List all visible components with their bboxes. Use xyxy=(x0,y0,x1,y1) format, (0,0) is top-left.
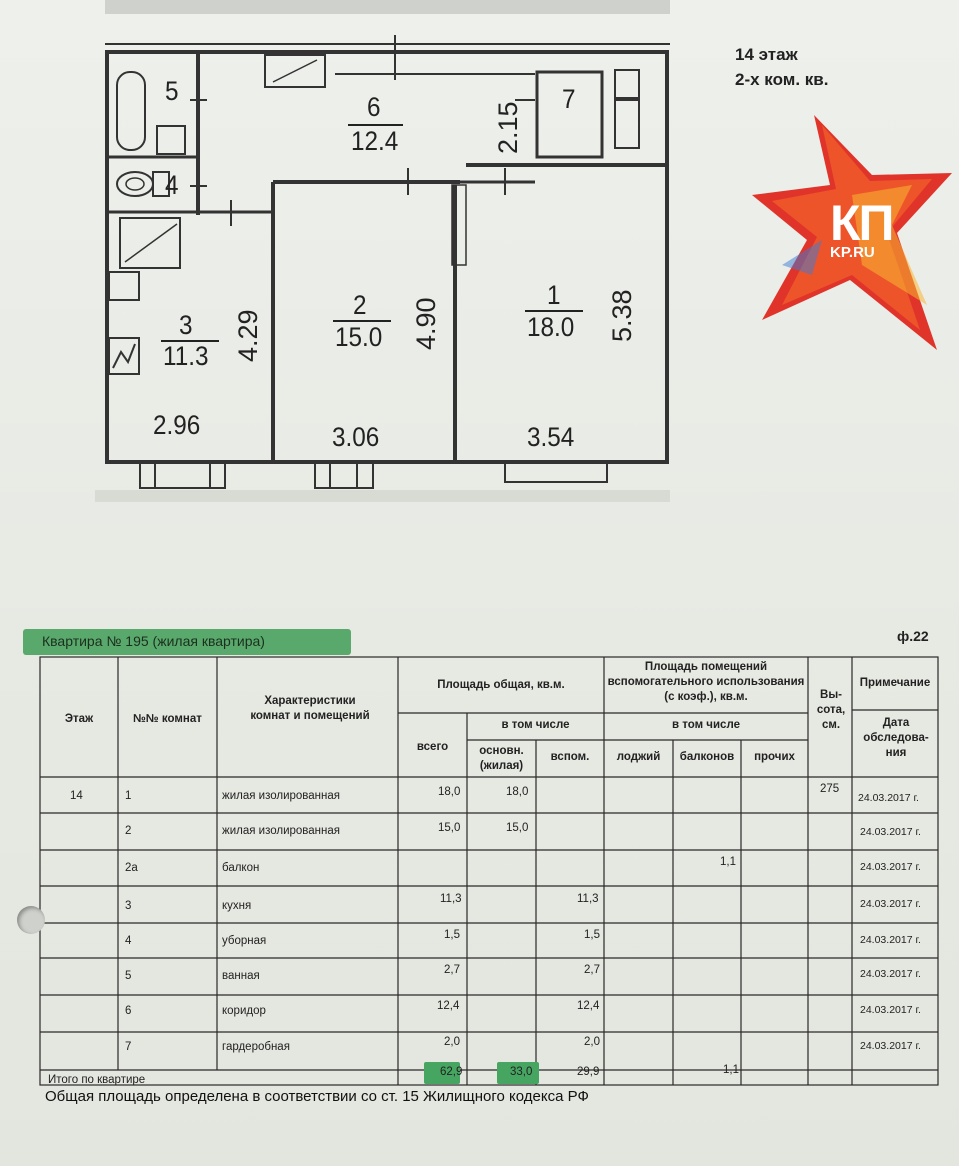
row-desc: уборная xyxy=(222,935,267,947)
row-room: 7 xyxy=(125,1041,132,1053)
row-total: 18,0 xyxy=(438,786,461,798)
row-date: 24.03.2017 г. xyxy=(860,826,921,838)
title-highlight xyxy=(23,629,351,655)
row-room: 6 xyxy=(125,1005,132,1017)
row-desc: балкон xyxy=(222,862,260,874)
floor-caption-line1: 14 этаж xyxy=(735,45,798,64)
totals-main: 33,0 xyxy=(510,1066,533,1078)
row-aux: 12,4 xyxy=(577,1000,600,1012)
col-main-header: основн. (жилая) xyxy=(479,745,524,772)
room-1-divider xyxy=(525,310,583,312)
kp-logo xyxy=(752,115,952,350)
row-date: 24.03.2017 г. xyxy=(860,1040,921,1052)
room-7-number: 7 xyxy=(562,84,576,114)
row-room: 4 xyxy=(125,935,132,947)
row-total: 12,4 xyxy=(437,1000,460,1012)
row-date: 24.03.2017 г. xyxy=(860,968,921,980)
row-desc: ванная xyxy=(222,970,260,982)
kp-logo-big: КП xyxy=(830,195,894,251)
col-including-header: в том числе xyxy=(501,719,570,731)
col-other-header: прочих xyxy=(754,751,795,763)
row-main: 18,0 xyxy=(506,786,529,798)
row-aux: 1,5 xyxy=(584,929,600,941)
col-note-header: Примечание xyxy=(859,677,931,689)
row-total: 15,0 xyxy=(438,822,461,834)
room-1-area: 18.0 xyxy=(527,312,575,342)
row-total: 2,7 xyxy=(444,964,460,976)
room-3-width: 2.96 xyxy=(153,410,201,440)
floor-plan: 5 4 6 12.4 2.15 7 3 11.3 4.29 2.96 2 15.… xyxy=(95,0,675,510)
col-loggias-header: лоджий xyxy=(616,751,661,763)
totals-aux: 29,9 xyxy=(577,1066,600,1078)
form-number: ф.22 xyxy=(897,628,929,644)
row-room: 2а xyxy=(125,862,138,874)
kp-logo-text: КП KP.RU xyxy=(830,195,894,261)
room-5-number: 5 xyxy=(165,76,179,106)
col-total-header: всего xyxy=(416,741,449,753)
row-desc: гардеробная xyxy=(222,1041,290,1053)
col-height-header: Вы-сота, см. xyxy=(816,689,846,731)
footer-note: Общая площадь определена в соответствии … xyxy=(45,1088,589,1105)
room-2-number: 2 xyxy=(353,290,367,320)
row-desc: жилая изолированная xyxy=(222,790,340,802)
row-total: 11,3 xyxy=(440,893,462,905)
room-6-number: 6 xyxy=(367,92,381,122)
punch-hole xyxy=(17,906,45,934)
row-date: 24.03.2017 г. xyxy=(860,1004,921,1016)
row-date: 24.03.2017 г. xyxy=(860,934,921,946)
col-total-area-header: Площадь общая, кв.м. xyxy=(437,679,565,691)
room-3-divider xyxy=(161,340,219,342)
row-balcony: 1,1 xyxy=(720,856,736,868)
main-highlight xyxy=(497,1062,539,1084)
room-2-area: 15.0 xyxy=(335,322,383,352)
col-rooms-header: №№ комнат xyxy=(133,713,202,725)
totals-label: Итого по квартире xyxy=(48,1074,146,1086)
room-1-number: 1 xyxy=(547,280,561,310)
row-height: 275 xyxy=(820,783,840,795)
totals-total: 62,9 xyxy=(440,1066,463,1078)
col-aux-area-header: Площадь помещений вспомогательного испол… xyxy=(607,661,805,703)
row-date: 24.03.2017 г. xyxy=(860,861,921,873)
floor-plan-drawing xyxy=(95,0,670,502)
room-3-area: 11.3 xyxy=(163,341,209,371)
row-room: 1 xyxy=(125,790,132,802)
total-highlight xyxy=(424,1062,460,1084)
row-floor: 14 xyxy=(70,790,83,802)
room-6-area: 12.4 xyxy=(351,126,399,156)
row-total: 1,5 xyxy=(444,929,460,941)
row-room: 3 xyxy=(125,900,132,912)
row-total: 2,0 xyxy=(444,1036,460,1048)
totals-balcony: 1,1 xyxy=(723,1064,739,1076)
kp-logo-small: KP.RU xyxy=(830,244,875,261)
row-main: 15,0 xyxy=(506,822,529,834)
col-aux-header: вспом. xyxy=(550,751,590,763)
row-date: 24.03.2017 г. xyxy=(858,792,919,804)
row-desc: кухня xyxy=(222,900,252,912)
apartment-title: Квартира № 195 (жилая квартира) xyxy=(42,633,265,649)
col-including2-header: в том числе xyxy=(671,719,740,731)
col-survey-date-header: Дата обследова-ния xyxy=(863,717,929,759)
room-4-number: 4 xyxy=(165,170,179,200)
row-desc: жилая изолированная xyxy=(222,825,340,837)
room-2-width: 3.06 xyxy=(332,422,380,452)
row-room: 2 xyxy=(125,825,132,837)
row-desc: коридор xyxy=(222,1005,266,1017)
col-balconies-header: балконов xyxy=(679,751,735,763)
row-date: 24.03.2017 г. xyxy=(860,898,921,910)
floor-caption: 14 этаж 2-х ком. кв. xyxy=(735,42,828,92)
row-aux: 11,3 xyxy=(577,893,599,905)
floor-caption-line2: 2-х ком. кв. xyxy=(735,70,829,89)
col-characteristics-header: Характеристики комнат и помещений xyxy=(250,695,370,722)
row-aux: 2,0 xyxy=(584,1036,600,1048)
col-floor-header: Этаж xyxy=(64,713,94,725)
row-room: 5 xyxy=(125,970,132,982)
room-6-divider xyxy=(348,124,403,126)
room-1-width: 3.54 xyxy=(527,422,575,452)
row-aux: 2,7 xyxy=(584,964,600,976)
room-3-number: 3 xyxy=(179,310,193,340)
room-2-divider xyxy=(333,320,391,322)
